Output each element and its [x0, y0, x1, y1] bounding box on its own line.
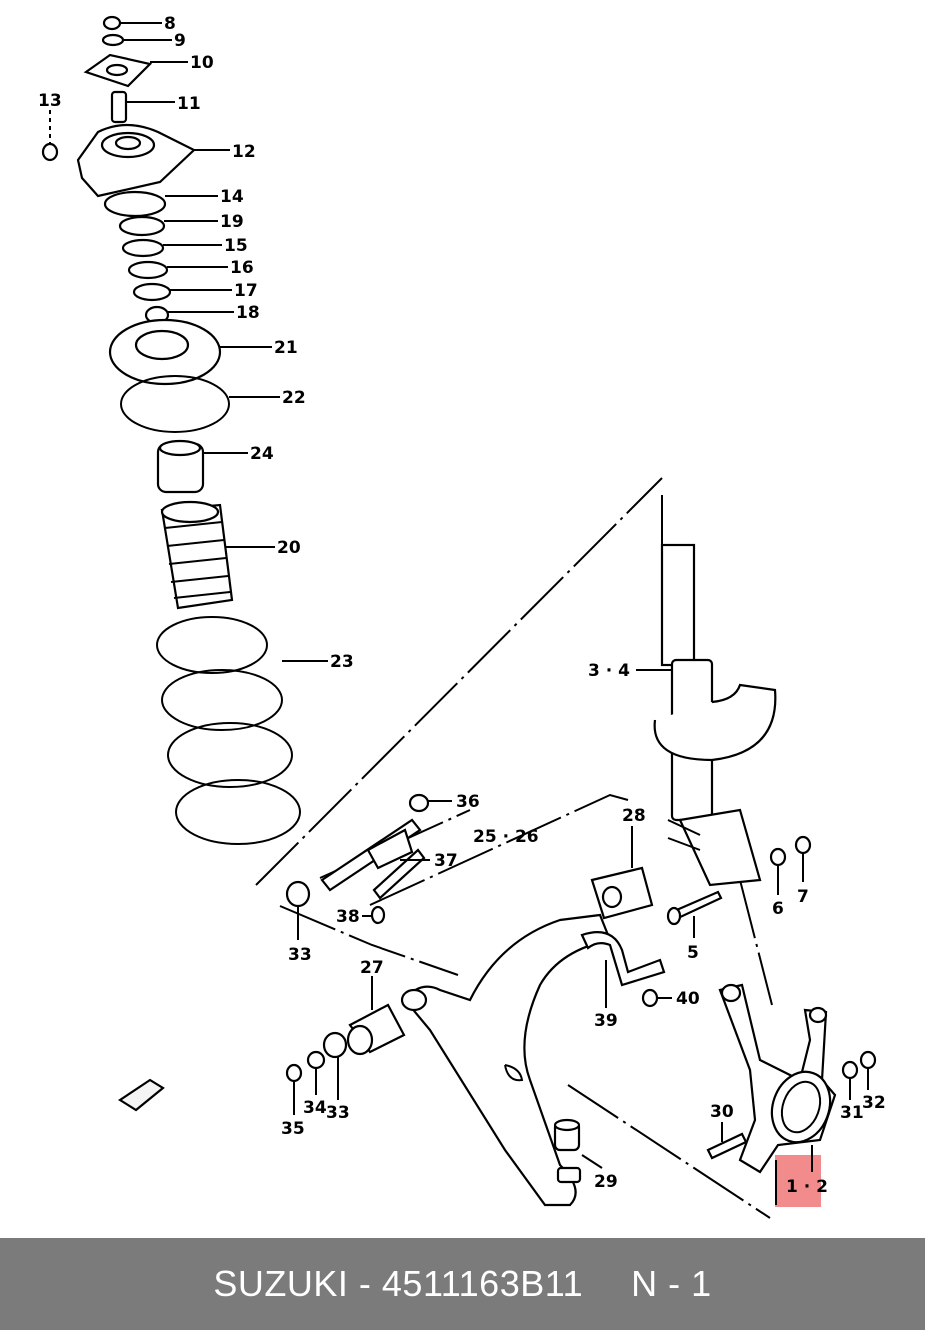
callout: 39 — [594, 1011, 618, 1031]
callout: 40 — [676, 989, 700, 1009]
callout: 15 — [224, 236, 248, 256]
callout: 27 — [360, 958, 384, 978]
stabilizer-link — [320, 793, 430, 900]
callout: 11 — [177, 94, 201, 114]
callout: 1 · 2 — [786, 1177, 828, 1197]
callout: 30 — [710, 1102, 734, 1122]
callout: 25 · 26 — [473, 827, 539, 847]
callout: 10 — [190, 53, 214, 73]
callout: 5 — [687, 943, 699, 963]
highlight-box — [775, 1155, 821, 1207]
callout: 23 — [330, 652, 354, 672]
callout: 16 — [230, 258, 254, 278]
page-label: N - 1 — [631, 1263, 712, 1304]
callout: 20 — [277, 538, 301, 558]
lower-control-arm — [400, 913, 612, 1207]
callout: 37 — [434, 851, 458, 871]
callout: 33 — [326, 1103, 350, 1123]
callout: 19 — [220, 212, 244, 232]
callout: 38 — [336, 907, 360, 927]
part-number: 4511163B11 — [381, 1263, 584, 1304]
callout: 22 — [282, 388, 306, 408]
callout-labels: 8 9 10 11 12 13 14 19 15 16 17 18 21 22 … — [38, 14, 886, 1197]
callout: 8 — [164, 14, 176, 34]
callout: 17 — [234, 281, 258, 301]
leader-lines — [120, 22, 869, 1205]
part-number-footer: SUZUKI - 4511163B11 N - 1 — [0, 1238, 925, 1330]
callout: 32 — [862, 1093, 886, 1113]
callout: 24 — [250, 444, 274, 464]
strut-assembly — [653, 495, 777, 887]
callout: 34 — [303, 1098, 327, 1118]
steering-knuckle — [718, 983, 837, 1174]
callout: 13 — [38, 91, 62, 111]
callout: 18 — [236, 303, 260, 323]
callout: 31 — [840, 1103, 864, 1123]
strut-mount-stack — [41, 15, 301, 845]
callout: 12 — [232, 142, 256, 162]
separator: - — [358, 1263, 372, 1304]
callout: 3 · 4 — [588, 661, 630, 681]
callout: 6 — [772, 899, 784, 919]
callout: 14 — [220, 187, 244, 207]
callout: 33 — [288, 945, 312, 965]
callout: 29 — [594, 1172, 618, 1192]
callout: 21 — [274, 338, 298, 358]
callout: 7 — [797, 887, 809, 907]
callout: 36 — [456, 792, 480, 812]
callout: 28 — [622, 806, 646, 826]
callout: 35 — [281, 1119, 305, 1139]
callout: 9 — [174, 31, 186, 51]
parts-diagram: 8 9 10 11 12 13 14 19 15 16 17 18 21 22 … — [38, 14, 886, 1219]
brand-name: SUZUKI — [213, 1263, 349, 1304]
